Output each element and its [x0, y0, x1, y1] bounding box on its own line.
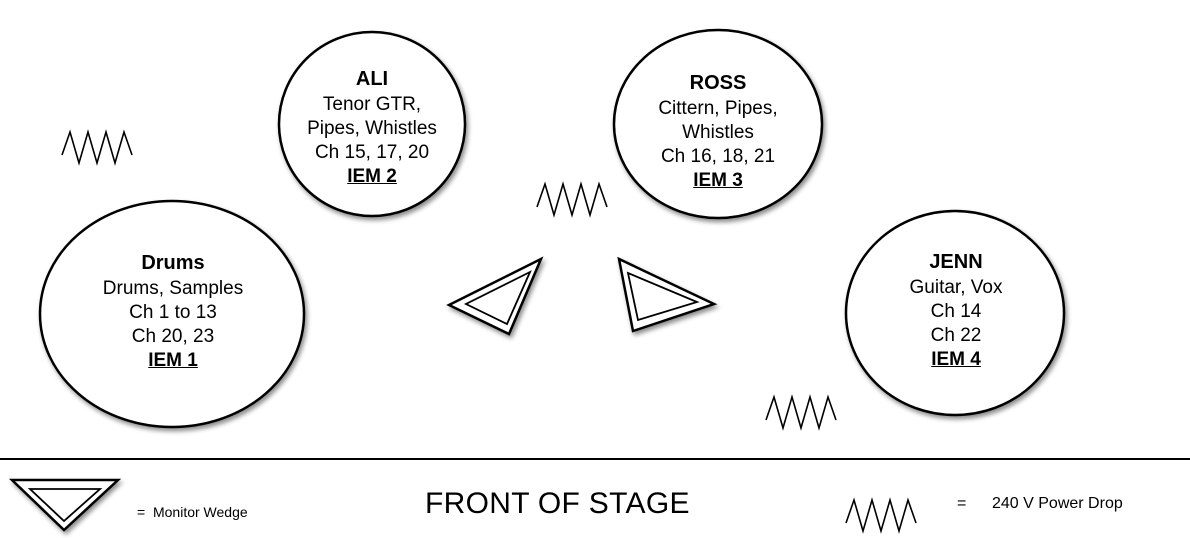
legend-monitor-wedge-icon [8, 478, 122, 532]
legend-equals-sign: = [957, 495, 967, 512]
jenn-position-circle [844, 209, 1066, 417]
performer-detail-line: Ch 22 [930, 324, 982, 346]
performer-detail-line: Ch 20, 23 [131, 325, 215, 347]
performer-detail-line: Tenor GTR, [322, 93, 422, 115]
legend-monitor-wedge-label: = Monitor Wedge [137, 503, 248, 521]
performer-detail-line: Pipes, Whistles [307, 117, 437, 139]
ali-position-circle [277, 30, 467, 218]
performer-detail-line: Drums, Samples [102, 277, 244, 299]
performer-jenn: JENN Guitar, Vox Ch 14 Ch 22 IEM 4 [868, 235, 1044, 385]
performer-detail-line: Ch 15, 17, 20 [314, 141, 430, 163]
legend-power-drop-icon [845, 497, 917, 534]
performer-ross: ROSS Cittern, Pipes, Whistles Ch 16, 18,… [614, 57, 822, 205]
performer-detail-line: Cittern, Pipes, [658, 97, 778, 119]
legend-equals-sign: = [137, 504, 146, 520]
performer-drums: Drums Drums, Samples Ch 1 to 13 Ch 20, 2… [68, 236, 278, 386]
performer-detail-line: Ch 14 [930, 300, 982, 322]
performer-name: ROSS [689, 71, 747, 94]
legend-monitor-wedge-text: Monitor Wedge [152, 504, 248, 520]
drums-position-circle [38, 199, 306, 429]
legend-power-drop-label: 240 V Power Drop [992, 495, 1123, 512]
iem-label: IEM 1 [148, 349, 198, 371]
front-of-stage-label: FRONT OF STAGE [425, 487, 690, 520]
performer-detail-line: Ch 1 to 13 [129, 301, 217, 323]
iem-label: IEM 3 [693, 169, 743, 191]
performer-ali: ALI Tenor GTR, Pipes, Whistles Ch 15, 17… [280, 52, 464, 202]
monitor-wedge-left-icon [446, 256, 544, 336]
performer-name: ALI [355, 67, 389, 90]
performer-detail-line: Guitar, Vox [909, 276, 1003, 298]
monitor-wedge-right-icon [617, 256, 718, 333]
ross-position-circle [612, 28, 824, 220]
power-drop-icon [61, 129, 133, 166]
power-drop-icon [765, 394, 837, 431]
performer-name: Drums [141, 251, 205, 274]
performer-detail-line: Whistles [682, 121, 754, 143]
iem-label: IEM 2 [347, 165, 397, 187]
power-drop-icon [536, 181, 608, 218]
performer-name: JENN [929, 250, 983, 273]
performer-detail-line: Ch 16, 18, 21 [660, 145, 776, 167]
iem-label: IEM 4 [931, 348, 981, 370]
